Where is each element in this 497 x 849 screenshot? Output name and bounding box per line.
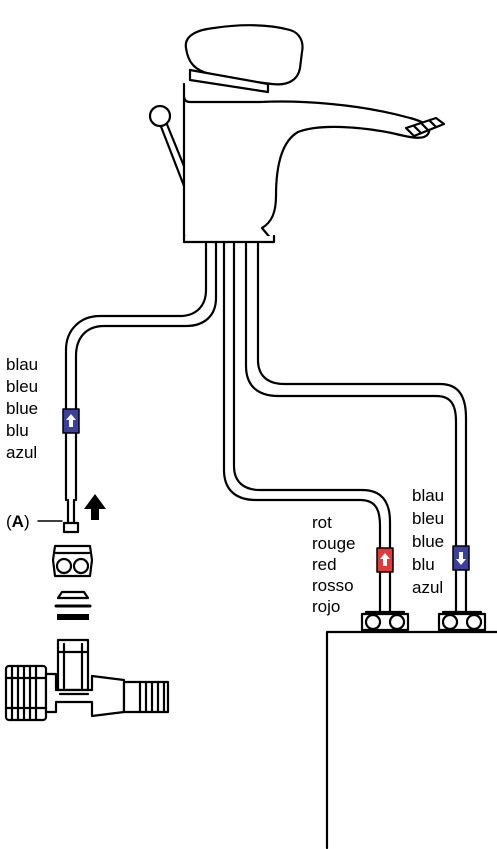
hot-label-3: rosso bbox=[312, 576, 354, 595]
callout-letter: A bbox=[11, 512, 24, 531]
countertop-edge bbox=[325, 630, 497, 849]
hot-hose-color-labels: rot rouge red rosso rojo bbox=[312, 512, 355, 617]
cold-hose-color-labels: blau bleu blue blu azul bbox=[412, 484, 444, 599]
cold-label-1: bleu bbox=[412, 509, 445, 528]
left-hose bbox=[37, 240, 218, 534]
hot-label-0: rot bbox=[312, 513, 332, 532]
sealing-rings bbox=[54, 590, 92, 620]
hot-label-1: rouge bbox=[312, 534, 356, 553]
angle-valve bbox=[4, 638, 170, 722]
hex-nut-loose bbox=[51, 544, 94, 578]
cold-hose bbox=[244, 240, 487, 632]
cold-label-0: blau bbox=[412, 486, 445, 505]
faucet-body bbox=[148, 24, 446, 244]
left-label-3: blu bbox=[6, 421, 29, 440]
push-up-arrow-icon bbox=[84, 494, 106, 520]
hot-label-4: rojo bbox=[312, 597, 341, 616]
callout-close: ) bbox=[23, 512, 30, 531]
left-label-2: blue bbox=[6, 399, 39, 418]
left-label-0: blau bbox=[6, 355, 39, 374]
left-label-4: azul bbox=[6, 443, 38, 462]
cold-label-2: blue bbox=[412, 532, 445, 551]
cold-label-3: blu bbox=[412, 555, 435, 574]
cold-label-4: azul bbox=[412, 578, 444, 597]
left-hose-color-labels: blau bleu blue blu azul bbox=[6, 354, 38, 464]
hot-hose bbox=[222, 240, 410, 632]
left-label-1: bleu bbox=[6, 377, 39, 396]
hot-label-2: red bbox=[312, 555, 337, 574]
callout-open: ( bbox=[6, 512, 12, 531]
hose-end-connector bbox=[62, 521, 80, 534]
callout-a-label: (A) bbox=[6, 512, 30, 532]
